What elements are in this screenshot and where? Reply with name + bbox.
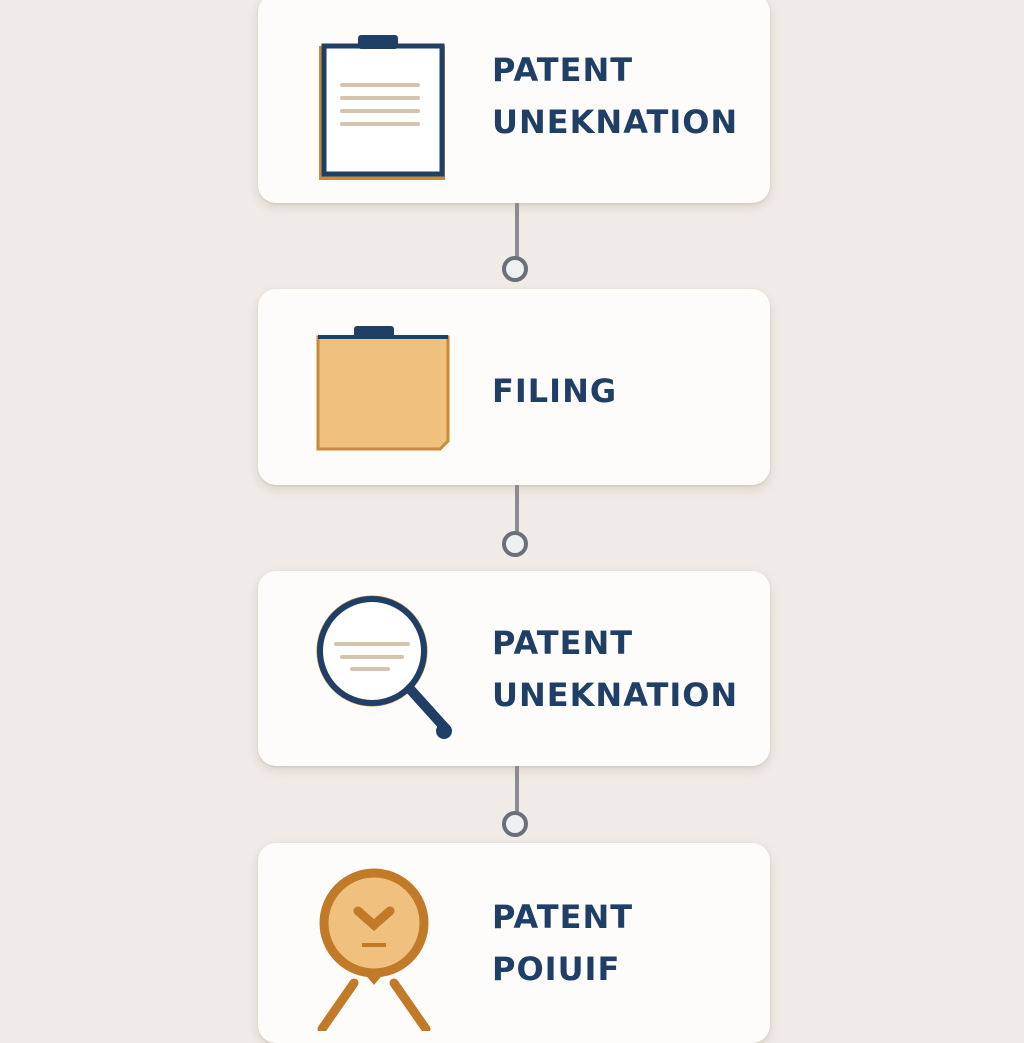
step-label: PATENT POIUIF xyxy=(492,891,633,995)
connector-node xyxy=(502,531,528,557)
step-card-3: PATENT UNEKNATION xyxy=(258,571,770,766)
connector-line xyxy=(515,485,519,541)
step-card-4: PATENT POIUIF xyxy=(258,843,770,1043)
step-subtitle: UNEKNATION xyxy=(492,676,739,714)
magnifier-icon xyxy=(316,595,452,739)
step-label: FILING xyxy=(492,365,617,417)
connector-node xyxy=(502,811,528,837)
clipboard-icon xyxy=(319,35,445,180)
step-card-2: FILING xyxy=(258,289,770,485)
step-subtitle: UNEKNATION xyxy=(492,103,739,141)
step-title: PATENT xyxy=(492,898,634,936)
person-icon xyxy=(317,868,431,1031)
step-title: PATENT xyxy=(492,51,634,89)
connector-node xyxy=(502,256,528,282)
step-card-1: PATENT UNEKNATION xyxy=(258,0,770,203)
connector-line xyxy=(515,203,519,265)
connector-line xyxy=(515,766,519,821)
step-subtitle: POIUIF xyxy=(492,950,621,988)
folder-icon xyxy=(316,326,450,451)
step-label: PATENT UNEKNATION xyxy=(492,44,738,148)
step-label: PATENT UNEKNATION xyxy=(492,617,738,721)
step-title: PATENT xyxy=(492,624,634,662)
step-title: FILING xyxy=(492,372,618,410)
